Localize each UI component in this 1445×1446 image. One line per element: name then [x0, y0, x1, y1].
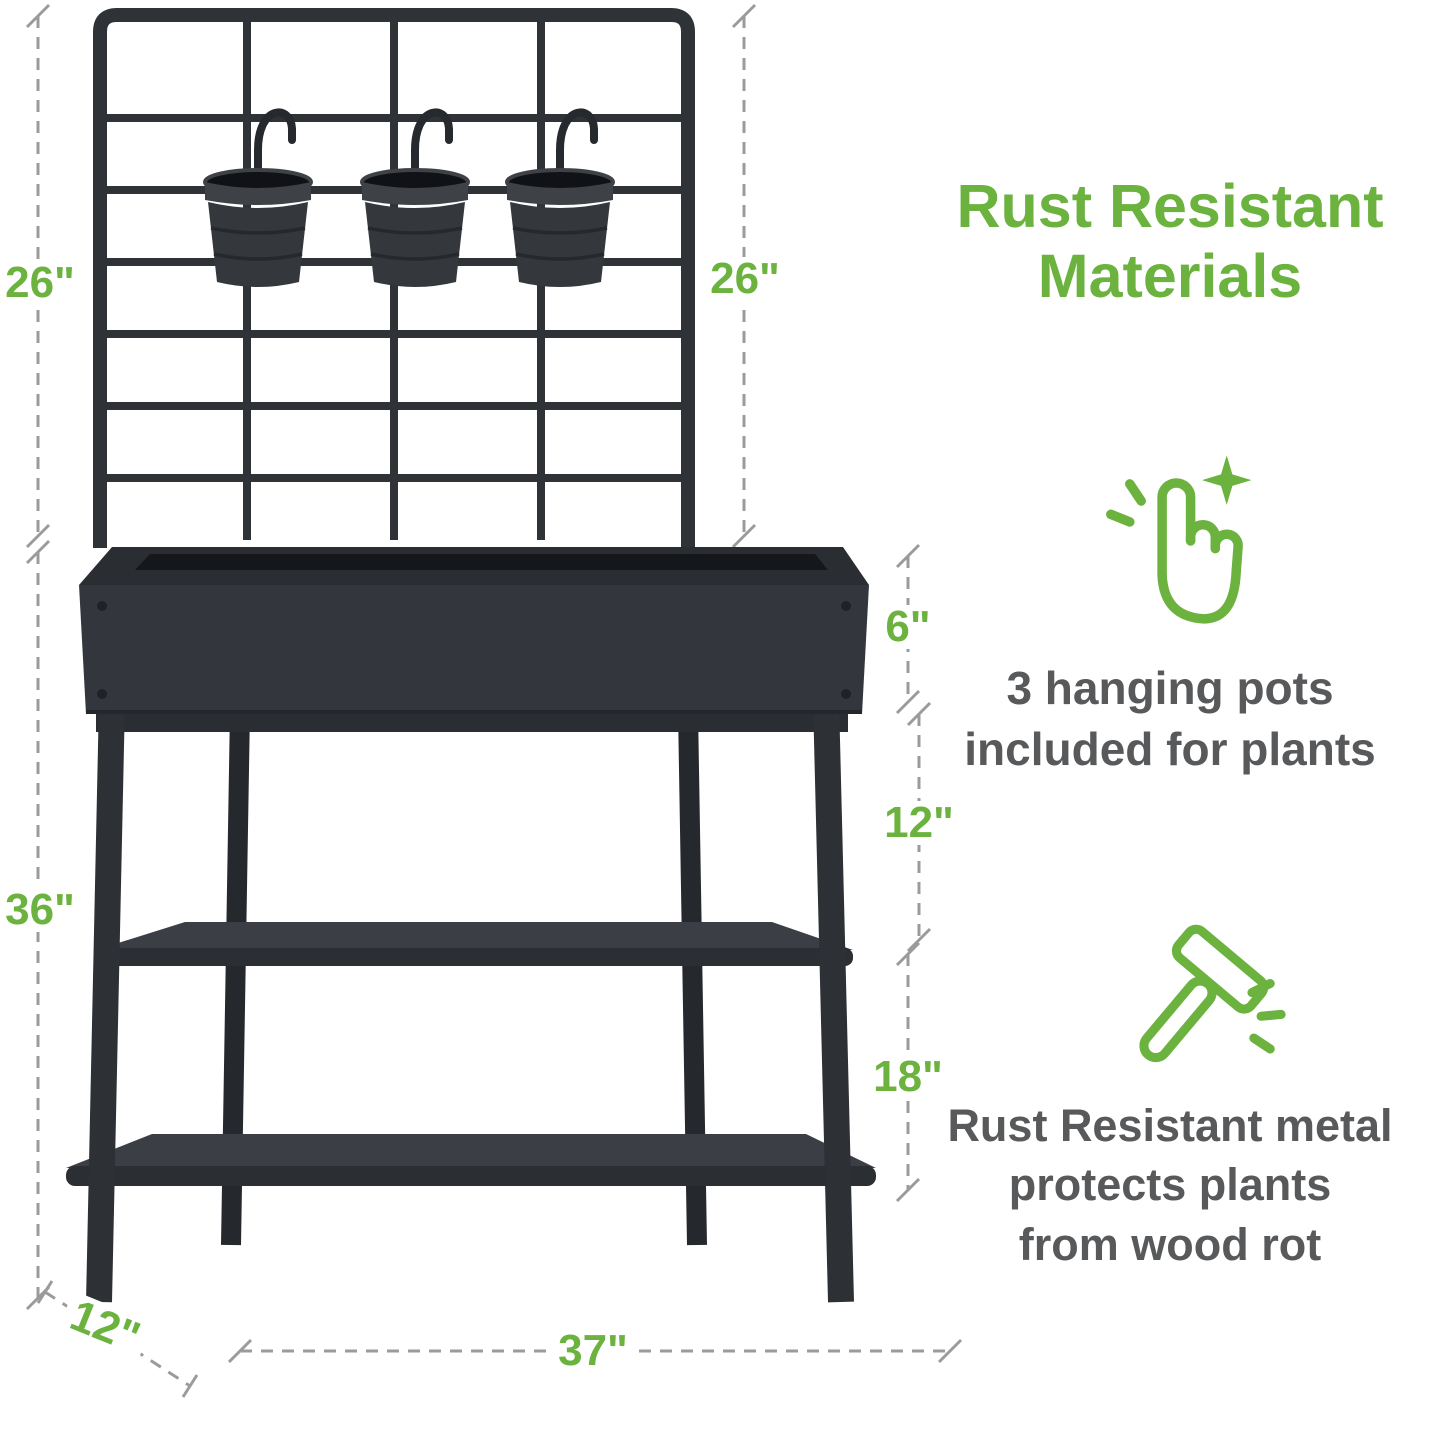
planter-box	[79, 547, 869, 714]
dim-label-upper-gap: 12"	[876, 801, 962, 845]
dim-line-width	[227, 1338, 963, 1364]
sparkle-star	[1202, 455, 1252, 505]
hanging-pot-2	[360, 108, 470, 287]
middle-shelf	[96, 922, 853, 966]
feature-rust-resistant-metal: Rust Resistant metal protects plants fro…	[870, 1096, 1445, 1274]
hand-tap-sparkle-icon	[1088, 442, 1278, 642]
dim-label-stand-height: 36"	[0, 888, 83, 932]
dim-line-lower-gap	[895, 941, 921, 1203]
feature-rust-line-3: from wood rot	[1018, 1218, 1322, 1270]
dim-label-lower-gap: 18"	[865, 1055, 951, 1099]
feature-hanging-pots: 3 hanging pots included for plants	[895, 658, 1445, 779]
hanging-pot-1	[203, 108, 313, 287]
dim-label-trellis-right: 26"	[702, 257, 788, 301]
feature-rust-line-1: Rust Resistant metal	[947, 1100, 1393, 1151]
hanging-pots	[203, 108, 615, 287]
feature-rust-line-2: protects plants	[1008, 1159, 1332, 1211]
heading-line-1: Rust Resistant	[956, 172, 1384, 240]
feature-hanging-pots-line-2: included for plants	[964, 722, 1376, 775]
hanging-pot-3	[505, 108, 615, 287]
heading-line-2: Materials	[1037, 241, 1303, 310]
feature-hanging-pots-line-1: 3 hanging pots	[1006, 662, 1334, 714]
dim-label-width: 37"	[550, 1329, 636, 1373]
front-legs	[86, 699, 854, 1303]
dim-label-planter-height: 6"	[877, 605, 939, 649]
dim-label-trellis-left: 26"	[0, 261, 83, 305]
heading-rust-resistant-materials: Rust Resistant Materials	[895, 172, 1445, 311]
bottom-shelf	[66, 1134, 876, 1186]
hammer-icon	[1092, 916, 1292, 1096]
